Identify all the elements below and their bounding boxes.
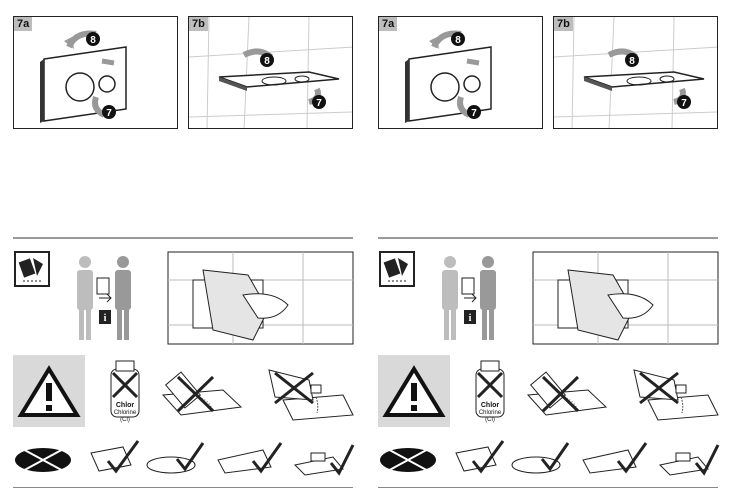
step-8-number: 8 — [90, 35, 96, 46]
no-acid-cleaner-icon — [268, 369, 354, 421]
step-panel-7a: 7a 8 7 — [378, 16, 543, 129]
chlorine-label-3: (Cl) — [120, 417, 130, 423]
flush-plate-front-illustration: 8 7 — [405, 30, 492, 123]
wiping-plate-illustration — [167, 251, 354, 345]
warning-triangle-icon — [13, 355, 85, 427]
cleaning-symbol-icon — [379, 251, 415, 287]
damp-cloth-ok-icon — [511, 442, 570, 474]
mild-detergent-ok-icon — [293, 444, 355, 476]
no-abrasive-powder-icon — [161, 371, 243, 416]
step-label-7b: 7b — [189, 17, 208, 31]
chlorine-label-2: Chlorine — [479, 410, 502, 416]
soft-cloth-ok-icon — [582, 442, 648, 474]
step-7-badge — [102, 105, 116, 119]
chlorine-label-3: (Cl) — [485, 417, 495, 423]
step-panel-7a: 7a 8 7 — [13, 16, 178, 129]
instruction-page-left: 7a 8 7 7b — [13, 16, 355, 488]
sponge-ok-icon — [90, 440, 140, 474]
mild-detergent-ok-icon — [658, 444, 720, 476]
cleaning-instructions-illustration: i — [14, 251, 354, 345]
bottom-rule — [378, 487, 718, 488]
sponge-ok-icon — [455, 440, 505, 474]
cleaning-warnings-illustration: Chlor Chlorine (Cl) — [378, 355, 720, 476]
warning-triangle-icon — [378, 355, 450, 427]
svg-text:i: i — [469, 313, 472, 324]
no-chlorine-icon: Chlor Chlorine (Cl) — [475, 360, 505, 423]
flush-plate-wall-illustration: 8 7 — [554, 17, 717, 128]
step-8-number: 8 — [629, 56, 635, 67]
step-7-number: 7 — [316, 98, 322, 109]
step-8-number: 8 — [264, 56, 270, 67]
wiping-plate-illustration — [532, 251, 719, 345]
flush-plate-wall-illustration: 8 7 — [189, 17, 352, 128]
step-7-number: 7 — [471, 108, 477, 119]
cleaning-warnings-illustration: Chlor Chlorine (Cl) — [13, 355, 355, 476]
no-acid-cleaner-icon — [633, 369, 719, 421]
step-7-number: 7 — [106, 108, 112, 119]
step-panel-7b: 7b 8 7 — [553, 16, 718, 129]
no-abrasive-powder-icon — [526, 371, 608, 416]
chlorine-label-1: Chlor — [116, 402, 135, 409]
step-label-7a: 7a — [14, 17, 33, 31]
svg-text:i: i — [104, 313, 107, 324]
user-handover-icon: i — [442, 256, 496, 340]
no-scouring-pad-icon — [380, 446, 436, 474]
bottom-rule — [13, 487, 353, 488]
flush-plate-front-illustration: 8 7 — [40, 30, 127, 123]
step-7-number: 7 — [681, 98, 687, 109]
section-divider — [378, 237, 718, 239]
step-label-7b: 7b — [554, 17, 573, 31]
damp-cloth-ok-icon — [146, 442, 205, 474]
no-chlorine-icon: Chlor Chlorine (Cl) — [110, 360, 140, 423]
no-scouring-pad-icon — [15, 446, 71, 474]
soft-cloth-ok-icon — [217, 442, 283, 474]
chlorine-label-2: Chlorine — [114, 410, 137, 416]
step-label-7a: 7a — [379, 17, 398, 31]
cleaning-instructions-illustration: i — [379, 251, 719, 345]
step-panel-7b: 7b 8 7 — [188, 16, 353, 129]
user-handover-icon: i — [77, 256, 131, 340]
step-8-badge — [86, 32, 100, 46]
chlorine-label-1: Chlor — [481, 402, 500, 409]
cleaning-symbol-icon — [14, 251, 50, 287]
section-divider — [13, 237, 353, 239]
step-8-number: 8 — [455, 35, 461, 46]
instruction-page-right: 7a 8 7 7b — [365, 0, 730, 503]
